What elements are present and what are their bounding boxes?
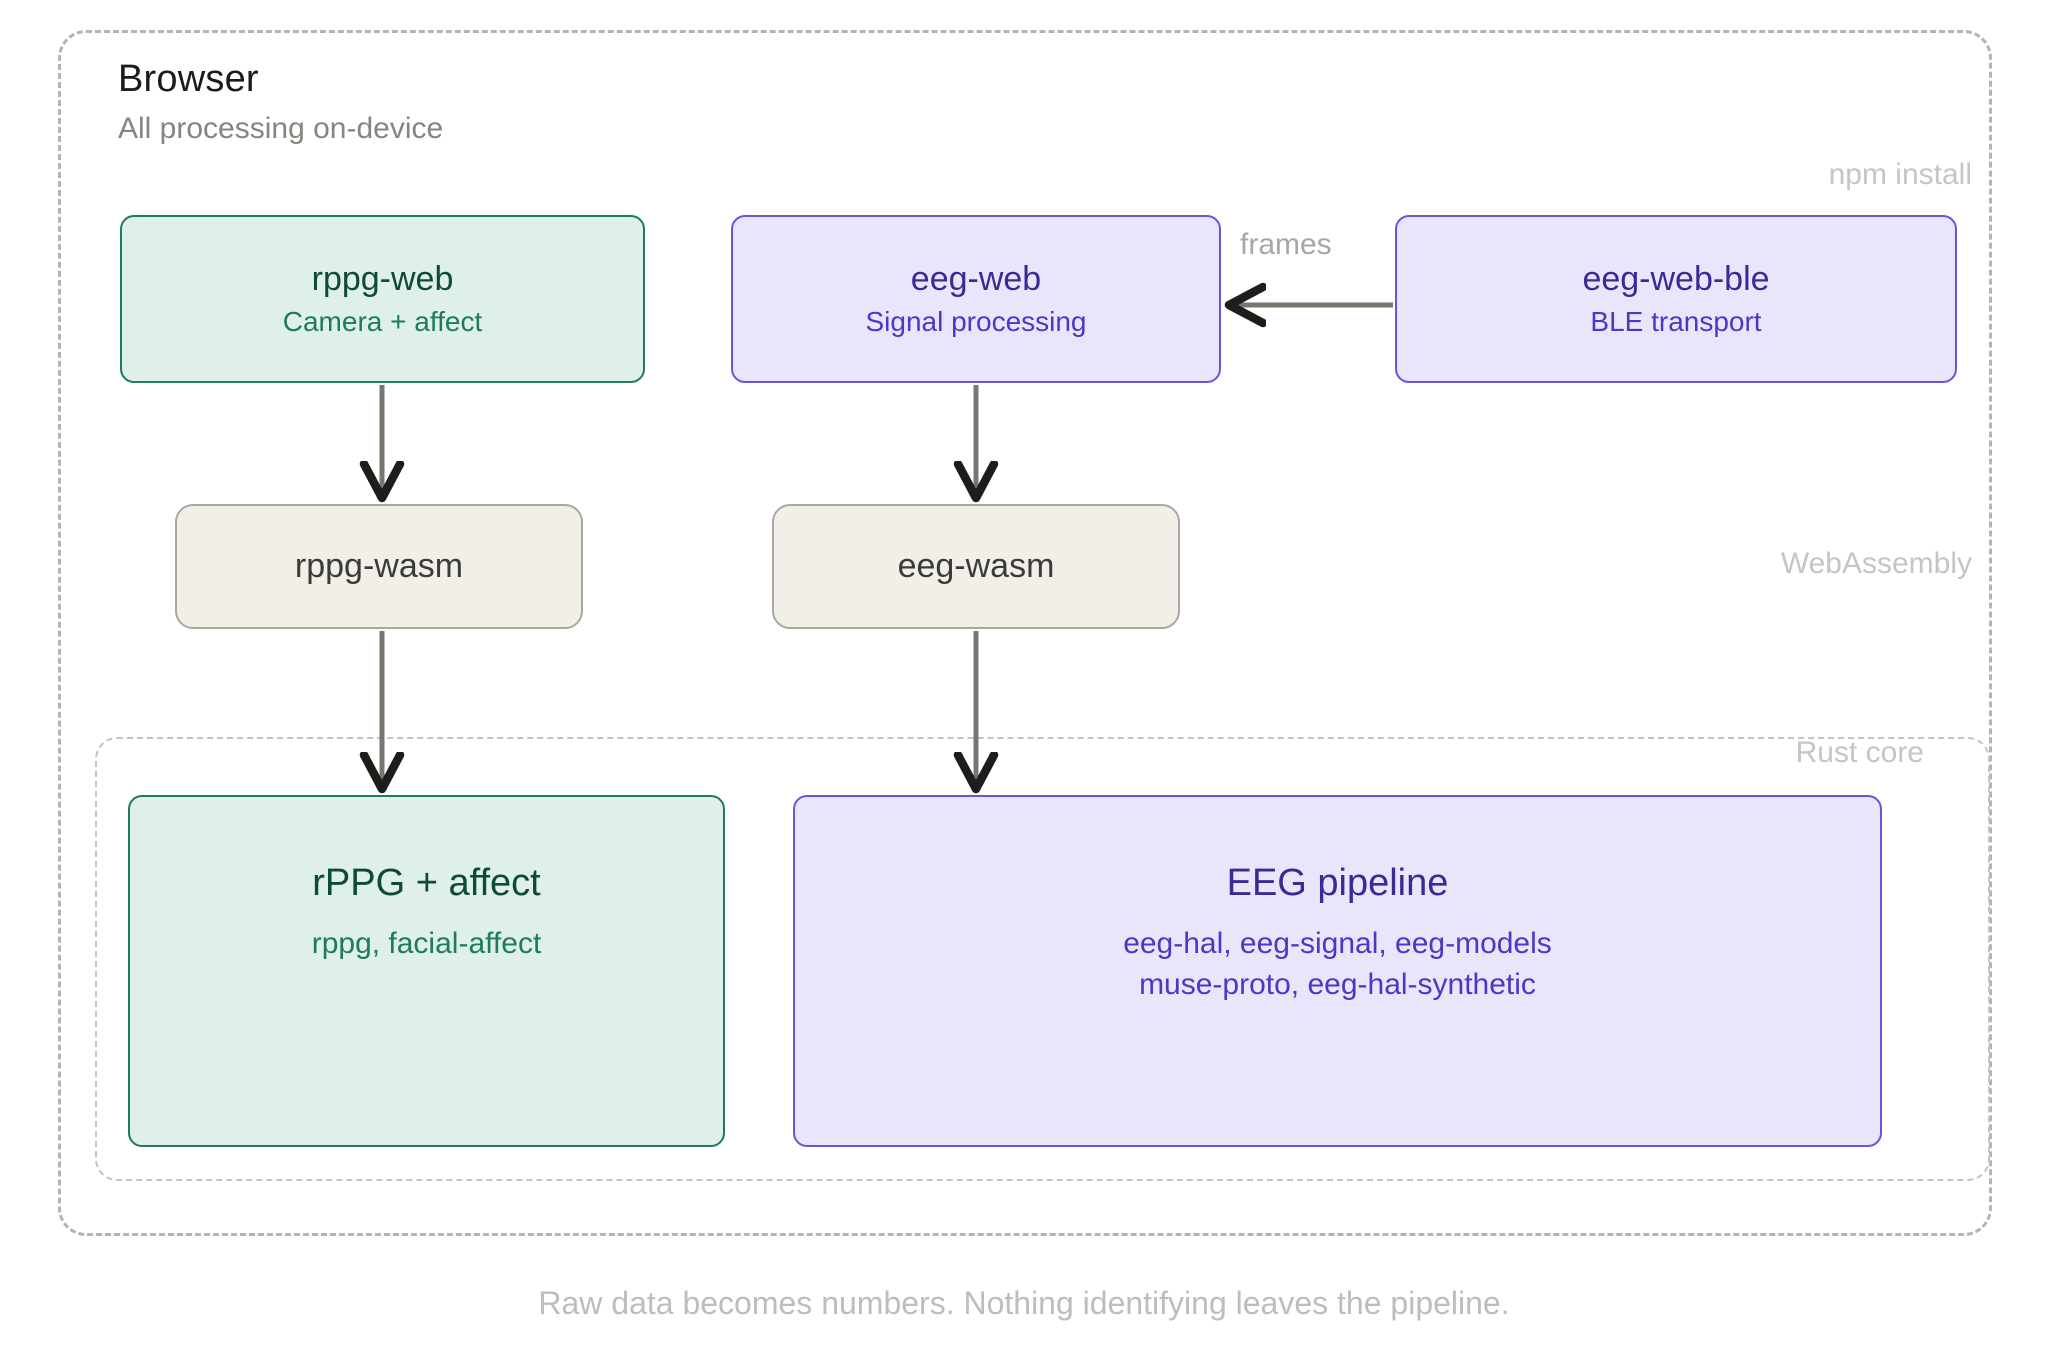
edge-label-frames: frames <box>1240 228 1332 261</box>
node-rppg-wasm[interactable]: rppg-wasm <box>175 504 583 629</box>
node-eeg-pipeline-title: EEG pipeline <box>1226 862 1449 904</box>
zone-label-webassembly: WebAssembly <box>1780 547 1972 580</box>
node-eeg-web-ble-title: eeg-web-ble <box>1582 259 1770 298</box>
node-eeg-pipeline[interactable]: EEG pipeline eeg-hal, eeg-signal, eeg-mo… <box>793 795 1882 1147</box>
rust-core-container <box>95 737 1990 1181</box>
node-eeg-wasm[interactable]: eeg-wasm <box>772 504 1180 629</box>
node-eeg-pipeline-subtitle-line1: eeg-hal, eeg-signal, eeg-models <box>1123 926 1552 960</box>
browser-title: Browser <box>118 58 259 100</box>
node-rppg-wasm-title: rppg-wasm <box>294 547 464 586</box>
node-rppg-affect-subtitle: rppg, facial-affect <box>311 926 542 960</box>
node-rppg-web-subtitle: Camera + affect <box>282 305 483 337</box>
zone-label-rust-core: Rust core <box>1795 736 1924 769</box>
zone-label-npm-install: npm install <box>1828 158 1972 191</box>
node-rppg-web-title: rppg-web <box>311 259 454 298</box>
node-eeg-pipeline-subtitle-line2: muse-proto, eeg-hal-synthetic <box>1139 968 1536 1002</box>
browser-container <box>58 30 1992 1236</box>
node-eeg-web-title: eeg-web <box>910 259 1042 298</box>
node-rppg-affect[interactable]: rPPG + affect rppg, facial-affect <box>128 795 725 1147</box>
node-rppg-affect-title: rPPG + affect <box>312 862 541 904</box>
node-eeg-wasm-title: eeg-wasm <box>897 547 1055 586</box>
node-eeg-web[interactable]: eeg-web Signal processing <box>731 215 1221 383</box>
browser-subtitle: All processing on-device <box>118 112 444 145</box>
node-eeg-web-ble-subtitle: BLE transport <box>1590 305 1762 337</box>
node-eeg-web-subtitle: Signal processing <box>865 305 1087 337</box>
node-rppg-web[interactable]: rppg-web Camera + affect <box>120 215 645 383</box>
node-eeg-web-ble[interactable]: eeg-web-ble BLE transport <box>1395 215 1957 383</box>
footer-caption: Raw data becomes numbers. Nothing identi… <box>538 1285 1510 1321</box>
